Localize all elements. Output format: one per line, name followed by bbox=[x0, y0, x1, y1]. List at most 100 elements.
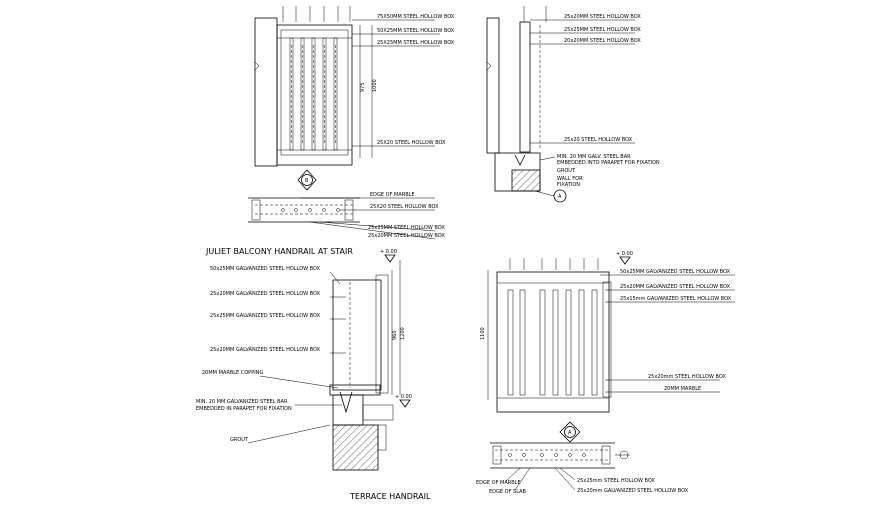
section-marker-label: A bbox=[568, 430, 572, 436]
leader bbox=[559, 467, 576, 481]
label-c-25x20-b: 25x20MM GALVANIZED STEEL HOLLOW BOX bbox=[210, 347, 321, 353]
wall-section bbox=[254, 17, 278, 167]
balusters bbox=[507, 289, 598, 396]
label-plan-25x20: 25X20 STEEL HOLLOW BOX bbox=[370, 204, 439, 210]
grout-block bbox=[362, 404, 394, 421]
slab-edge bbox=[377, 424, 387, 451]
label-d-25x20-steel: 25x20mm STEEL HOLLOW BOX bbox=[648, 374, 726, 380]
label-d-edge-marble: EDGE OF MARBLE bbox=[476, 480, 521, 486]
parapet-upper bbox=[332, 394, 364, 426]
leader bbox=[514, 467, 531, 491]
section-marker-circle bbox=[301, 174, 313, 186]
section-marker-diamond bbox=[297, 169, 317, 191]
leader bbox=[534, 190, 555, 197]
leader bbox=[504, 467, 521, 483]
juliet-balcony-plan: EDGE OF MARBLE 25X20 STEEL HOLLOW BOX 25… bbox=[205, 192, 445, 256]
label-b-20x20: 20x20MM STEEL HOLLOW BOX bbox=[564, 38, 641, 44]
label-c-25x20: 25x20MM GALVANIZED STEEL HOLLOW BOX bbox=[210, 291, 321, 297]
handrail-section bbox=[332, 279, 382, 391]
label-b-grout: GROUT bbox=[557, 168, 576, 174]
leader bbox=[319, 221, 436, 232]
label-25x25: 25X25MM STEEL HOLLOW BOX bbox=[377, 40, 455, 46]
leader bbox=[309, 221, 436, 240]
fixing-bar bbox=[339, 391, 353, 414]
break-line bbox=[486, 61, 492, 71]
handrail-frame bbox=[276, 24, 353, 166]
grid-ticks bbox=[523, 6, 547, 22]
label-plan-25x20mm: 25x20MM STEEL HOLLOW BOX bbox=[368, 233, 445, 239]
label-d-marble: 20MM MARBLE bbox=[664, 386, 701, 392]
label-d-plan-25x25: 25x25mm STEEL HOLLOW BOX bbox=[577, 478, 655, 484]
level-marker bbox=[399, 399, 411, 408]
dim-1000: 1000 bbox=[372, 79, 378, 92]
break-line bbox=[254, 61, 260, 71]
level-marker bbox=[619, 256, 631, 265]
dim-1200: 1200 bbox=[400, 327, 406, 340]
dim-1100: 1100 bbox=[480, 327, 486, 340]
plan-post bbox=[492, 445, 502, 465]
label-c-embedded: EMBEDDED IN PARAPET FOR FIXATION bbox=[196, 406, 292, 412]
dim-975: 975 bbox=[360, 82, 366, 92]
plan-baluster-dots bbox=[281, 208, 340, 212]
wall-section bbox=[486, 17, 500, 154]
label-d-25x20: 25x20MM GALVANIZED STEEL HOLLOW BOX bbox=[620, 284, 731, 290]
level-d: + 0.00 bbox=[616, 251, 633, 257]
detail-marker-label: A bbox=[558, 194, 562, 200]
section-marker-label: B bbox=[305, 178, 309, 184]
plan-post bbox=[251, 199, 261, 221]
label-b-25x20: 25x20MM STEEL HOLLOW BOX bbox=[564, 14, 641, 20]
label-c-marble-copping: 20MM MARBLE COPPING bbox=[202, 370, 263, 376]
label-plan-25x25: 25x25MM STEEL HOLLOW BOX bbox=[368, 225, 445, 231]
parapet-hatch bbox=[511, 169, 541, 192]
level-b: + 0.00 bbox=[395, 394, 412, 400]
level-marker bbox=[384, 254, 396, 263]
label-c-grout: GROUT bbox=[230, 437, 249, 443]
title-terrace-handrail: TERRACE HANDRAIL bbox=[349, 492, 431, 501]
label-d-25x15: 25x15mm GALVANIZED STEEL HOLLOW BOX bbox=[620, 296, 732, 302]
parapet-hatch bbox=[332, 424, 379, 471]
title-juliet-balcony: JULIET BALCONY HANDRAIL AT STAIR bbox=[205, 247, 353, 256]
label-d-plan-25x20: 25x20mm GALVANIZED STEEL HOLLOW BOX bbox=[577, 488, 689, 494]
post-section bbox=[375, 274, 389, 394]
label-b-25x25: 25x25MM STEEL HOLLOW BOX bbox=[564, 27, 641, 33]
plan-baluster-dots bbox=[508, 453, 586, 457]
leader bbox=[259, 375, 339, 389]
grid-ticks bbox=[282, 6, 351, 22]
juliet-balcony-elevation: 975 1000 75X50MM STEEL HOLLOW BOX 50X25M… bbox=[254, 6, 455, 191]
section-marker-circle bbox=[564, 426, 576, 438]
label-b-steel-bar: MIN. 20 MM GALV. STEEL BAR bbox=[557, 154, 631, 160]
plan-post bbox=[601, 445, 611, 465]
leader bbox=[329, 271, 341, 285]
section-marker-diamond bbox=[559, 421, 581, 443]
label-d-edge-slab: EDGE OF SLAB bbox=[489, 489, 527, 495]
dim-960: 960 bbox=[392, 330, 398, 340]
terrace-handrail-plan: A EDGE OF MARBLE EDGE OF SLAB 25x25mm ST… bbox=[476, 421, 689, 495]
level-a: + 0.00 bbox=[380, 249, 397, 255]
leader bbox=[539, 156, 556, 161]
label-edge-of-marble: EDGE OF MARBLE bbox=[370, 192, 415, 198]
leader bbox=[247, 424, 331, 444]
grid-ticks bbox=[509, 258, 599, 270]
end-post bbox=[602, 281, 612, 398]
label-25x20: 25X20 STEEL HOLLOW BOX bbox=[377, 140, 446, 146]
label-75x50: 75X50MM STEEL HOLLOW BOX bbox=[377, 14, 455, 20]
leader bbox=[554, 467, 576, 491]
label-b-25x20-bottom: 25x20 STEEL HOLLOW BOX bbox=[564, 137, 633, 143]
juliet-balcony-section: 25x20MM STEEL HOLLOW BOX 25x25MM STEEL H… bbox=[486, 6, 660, 203]
label-50x25: 50X25MM STEEL HOLLOW BOX bbox=[377, 28, 455, 34]
inner-frame bbox=[280, 29, 349, 156]
label-c-50x25: 50x25MM GALVANIZED STEEL HOLLOW BOX bbox=[210, 266, 321, 272]
terrace-handrail-section: 960 1200 + 0.00 + 0.00 50x25MM GALVANIZE… bbox=[196, 249, 431, 501]
balusters bbox=[289, 37, 338, 151]
grid-bubble bbox=[619, 450, 629, 460]
label-c-25x25: 25x25MM GALVANIZED STEEL HOLLOW BOX bbox=[210, 313, 321, 319]
label-c-steel-bar: MIN. 20 MM GALVANIZED STEEL BAR bbox=[196, 399, 288, 405]
fixing-bar bbox=[514, 154, 526, 166]
label-d-50x25: 50x25MM GALVANIZED STEEL HOLLOW BOX bbox=[620, 269, 731, 275]
label-b-wall-for: WALL FOR bbox=[557, 176, 583, 182]
handrail-frame bbox=[496, 271, 610, 413]
terrace-handrail-elevation: 1100 + 0.00 50x25MM GALVANIZED STEEL HOL… bbox=[480, 251, 735, 413]
label-b-embedded: EMBEDDED INTO PARAPET FOR FIXATION bbox=[557, 160, 660, 166]
label-b-fixation: FIXATION bbox=[557, 182, 580, 188]
